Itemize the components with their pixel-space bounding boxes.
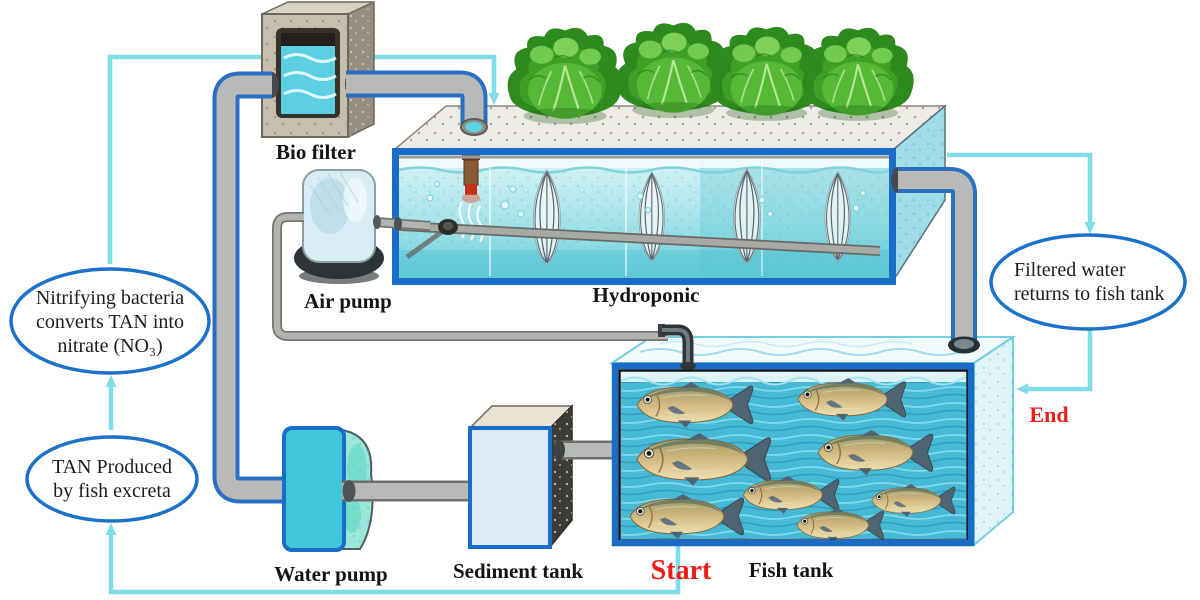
labels: Bio filter Air pump Hydroponic Water pum…: [274, 140, 1068, 586]
lettuce-icon: [615, 21, 732, 120]
hydroponic-label: Hydroponic: [593, 283, 700, 307]
bio-filter-illustration: [261, 0, 375, 139]
hydroponic-tank-illustration: [391, 104, 948, 285]
air-pump-label: Air pump: [304, 289, 392, 313]
pipe-waterpump-to-biofilter: [212, 71, 290, 504]
flow-arrow-fishtank-to-tan: [105, 523, 681, 595]
fish-tank-label: Fish tank: [749, 558, 834, 582]
fish-tank-illustration: [608, 335, 1017, 548]
callout-filtered-water: Filtered water returns to fish tank: [989, 233, 1187, 331]
air-bubbles-icon: [426, 180, 867, 218]
water-pump-label: Water pump: [274, 562, 387, 586]
pipe-sediment-to-fishtank: [553, 440, 617, 460]
callout-tan-produced: TAN Produced by fish excreta: [25, 435, 199, 523]
callout-tan-line1: TAN Produced: [52, 456, 172, 478]
flow-arrow-hydroponic-to-filtered: [947, 152, 1096, 234]
start-label: Start: [651, 555, 712, 586]
callout-nitrifying-line2: converts TAN into: [36, 311, 184, 333]
end-label: End: [1029, 402, 1068, 427]
callout-nitrifying-line3: nitrate (NO₃): [57, 335, 162, 357]
lettuce-plants: [506, 21, 915, 126]
pipe-waterpump-to-sediment: [342, 480, 472, 502]
callout-filtered-line1: Filtered water: [1014, 259, 1126, 281]
air-tube-to-fishtank: [272, 212, 696, 370]
pipe-biofilter-to-hydroponic: [346, 70, 488, 136]
sediment-tank-illustration: [468, 404, 617, 550]
air-pump-illustration: [294, 169, 431, 284]
callout-nitrifying-line1: Nitrifying bacteria: [36, 287, 184, 309]
air-tube-to-hydroponic: [373, 215, 431, 231]
water-heater-icon: [462, 152, 480, 203]
flow-arrow-filtered-to-fishtank: [1016, 329, 1093, 395]
sediment-tank-label: Sediment tank: [453, 559, 583, 583]
pipe-hydroponic-to-fishtank: [891, 167, 980, 354]
callout-filtered-line2: returns to fish tank: [1014, 283, 1165, 305]
aerator-faucet-icon: [658, 324, 696, 370]
callout-nitrifying-bacteria: Nitrifying bacteria converts TAN into ni…: [9, 267, 211, 375]
bio-filter-label: Bio filter: [276, 140, 356, 164]
aeration-pipe: [399, 219, 881, 260]
callout-tan-line2: by fish excreta: [53, 480, 171, 502]
